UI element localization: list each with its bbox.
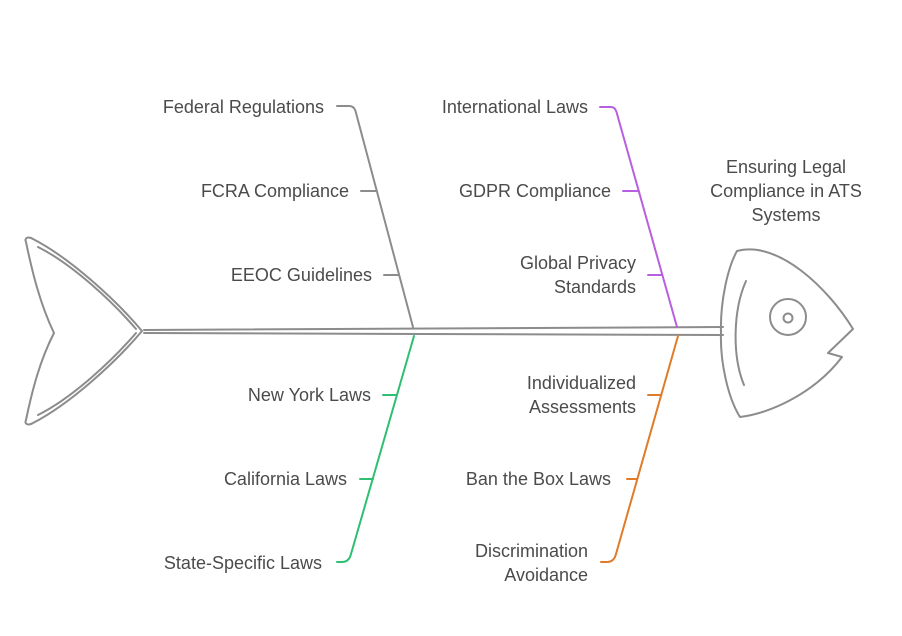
spine-bottom-line	[143, 332, 724, 336]
head-title-line2: Compliance in ATS	[710, 181, 862, 201]
fish-spine	[143, 326, 724, 336]
fish-tail-outline	[24, 236, 143, 426]
label-international-laws: International Laws	[442, 97, 588, 117]
fish-head	[719, 248, 854, 418]
fish-tail-inner-line-top	[37, 246, 137, 330]
label-individualized-assessments-line1: Individualized	[527, 373, 636, 393]
branch-line-top-right	[599, 106, 678, 328]
branch-line-bottom-right	[600, 335, 679, 563]
fish-gill-line	[734, 280, 747, 386]
head-title: Ensuring Legal Compliance in ATS Systems	[710, 157, 862, 225]
label-discrimination-avoidance-line1: Discrimination	[475, 541, 588, 561]
label-federal-regulations: Federal Regulations	[163, 97, 324, 117]
label-ban-the-box-laws: Ban the Box Laws	[466, 469, 611, 489]
label-state-specific-laws: State-Specific Laws	[164, 553, 322, 573]
fish-eye-pupil-icon	[782, 312, 794, 324]
label-discrimination-avoidance-line2: Avoidance	[504, 565, 588, 585]
label-california-laws: California Laws	[224, 469, 347, 489]
label-individualized-assessments-line2: Assessments	[529, 397, 636, 417]
spine-top-line	[143, 326, 724, 331]
label-global-privacy-standards-line1: Global Privacy	[520, 253, 636, 273]
branch-line-bottom-left	[336, 335, 415, 563]
label-fcra-compliance: FCRA Compliance	[201, 181, 349, 201]
fish-eye-icon	[769, 298, 807, 336]
label-new-york-laws: New York Laws	[248, 385, 371, 405]
label-eeoc-guidelines: EEOC Guidelines	[231, 265, 372, 285]
head-title-line3: Systems	[751, 205, 820, 225]
fish-head-outline	[719, 248, 854, 418]
label-gdpr-compliance: GDPR Compliance	[459, 181, 611, 201]
label-global-privacy-standards-line2: Standards	[554, 277, 636, 297]
fish-tail	[24, 236, 143, 426]
branch-line-top-left	[336, 105, 414, 328]
head-title-line1: Ensuring Legal	[726, 157, 846, 177]
fish-tail-inner-line-bottom	[37, 332, 137, 416]
